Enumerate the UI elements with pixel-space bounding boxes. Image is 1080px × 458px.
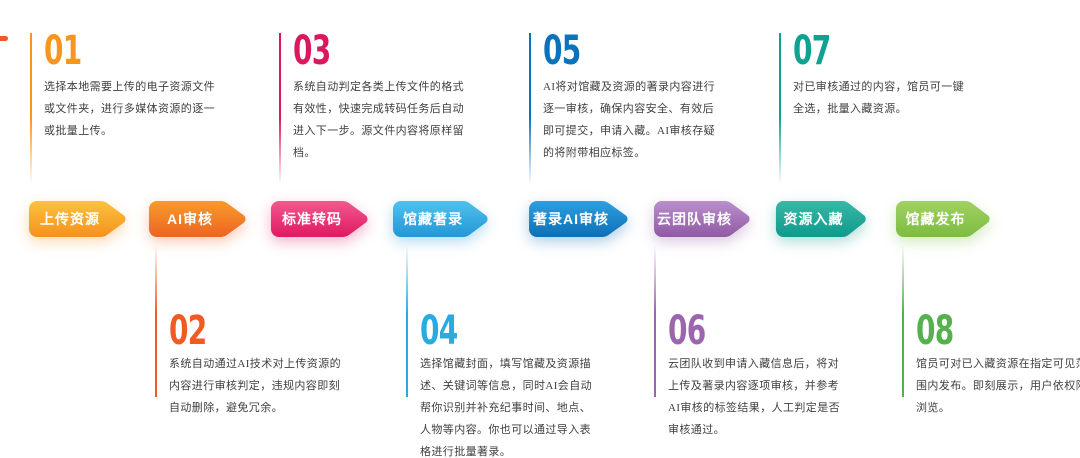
arrow-label: 著录AI审核 <box>533 211 609 227</box>
arrow-pentagon-icon <box>653 201 750 237</box>
step-description: 选择馆藏封面，填写馆藏及资源描述、关键词等信息，同时AI会自动帮你识别并补充纪事… <box>420 358 593 458</box>
edge-marker <box>0 36 8 41</box>
flow-arrow-5: 著录AI审核 <box>528 200 630 238</box>
arrow-label: 标准转码 <box>282 211 342 227</box>
arrow-label: 资源入藏 <box>783 211 844 227</box>
step-block-5: 05 AI将对馆藏及资源的著录内容进行逐一审核，确保内容安全、有效后即可提交，申… <box>529 28 729 185</box>
step-block-6: 06 云团队收到申请入藏信息后，将对上传及著录内容逐项审核，并参考AI审核的标签… <box>654 245 854 441</box>
arrow-label: 上传资源 <box>40 211 100 227</box>
flow-arrow-1: 上传资源 <box>28 200 128 238</box>
arrow-pentagon-icon <box>529 201 628 237</box>
connector-line <box>902 245 904 397</box>
arrow-pentagon-icon <box>271 201 368 237</box>
flow-arrow-2: AI审核 <box>148 200 248 238</box>
step-block-7: 07 对已审核通过的内容，馆员可一键全选，批量入藏资源。 <box>779 28 979 185</box>
connector-line <box>406 245 408 397</box>
arrow-pentagon-icon <box>149 201 246 237</box>
step-number: 05 <box>543 28 581 74</box>
step-description: 选择本地需要上传的电子资源文件或文件夹，进行多媒体资源的逐一或批量上传。 <box>44 81 215 137</box>
step-description: 馆员可对已入藏资源在指定可见范围内发布。即刻展示，用户依权限浏览。 <box>916 358 1080 414</box>
connector-line <box>654 245 656 397</box>
arrow-pentagon-icon <box>775 201 866 237</box>
arrow-pentagon-icon <box>29 201 126 237</box>
arrow-label: AI审核 <box>167 211 213 227</box>
step-number: 06 <box>668 308 706 354</box>
step-number: 03 <box>293 28 331 74</box>
arrow-label: 馆藏著录 <box>403 211 463 227</box>
step-number: 04 <box>420 308 458 354</box>
step-number: 01 <box>44 28 82 74</box>
step-number: 07 <box>793 28 831 74</box>
step-description: AI将对馆藏及资源的著录内容进行逐一审核，确保内容安全、有效后即可提交，申请入藏… <box>543 81 716 159</box>
step-description: 系统自动通过AI技术对上传资源的内容进行审核判定，违规内容即刻自动删除，避免冗余… <box>169 358 342 414</box>
step-block-3: 03 系统自动判定各类上传文件的格式有效性，快速完成转码任务后自动进入下一步。源… <box>279 28 479 185</box>
step-description: 云团队收到申请入藏信息后，将对上传及著录内容逐项审核，并参考AI审核的标签结果，… <box>668 358 841 436</box>
connector-line <box>155 245 157 397</box>
flow-arrow-7: 资源入藏 <box>775 200 868 238</box>
flow-arrow-3: 标准转码 <box>270 200 370 238</box>
step-block-8: 08 馆员可对已入藏资源在指定可见范围内发布。即刻展示，用户依权限浏览。 <box>902 245 1080 419</box>
step-description: 系统自动判定各类上传文件的格式有效性，快速完成转码任务后自动进入下一步。源文件内… <box>293 81 464 159</box>
flow-arrow-8: 馆藏发布 <box>895 200 992 238</box>
step-number: 02 <box>169 308 207 354</box>
arrow-label: 云团队审核 <box>657 211 732 227</box>
flow-arrow-6: 云团队审核 <box>653 200 752 238</box>
connector-line <box>779 33 781 185</box>
step-block-2: 02 系统自动通过AI技术对上传资源的内容进行审核判定，违规内容即刻自动删除，避… <box>155 245 355 419</box>
step-block-4: 04 选择馆藏封面，填写馆藏及资源描述、关键词等信息，同时AI会自动帮你识别并补… <box>406 245 606 458</box>
step-block-1: 01 选择本地需要上传的电子资源文件或文件夹，进行多媒体资源的逐一或批量上传。 <box>30 28 230 185</box>
arrow-pentagon-icon <box>392 201 488 237</box>
step-number: 08 <box>916 308 954 354</box>
connector-line <box>279 33 281 185</box>
connector-line <box>30 33 32 185</box>
arrow-pentagon-icon <box>895 201 990 237</box>
arrow-label: 馆藏发布 <box>905 211 966 227</box>
step-description: 对已审核通过的内容，馆员可一键全选，批量入藏资源。 <box>793 81 964 115</box>
flow-arrow-4: 馆藏著录 <box>392 200 490 238</box>
connector-line <box>529 33 531 185</box>
